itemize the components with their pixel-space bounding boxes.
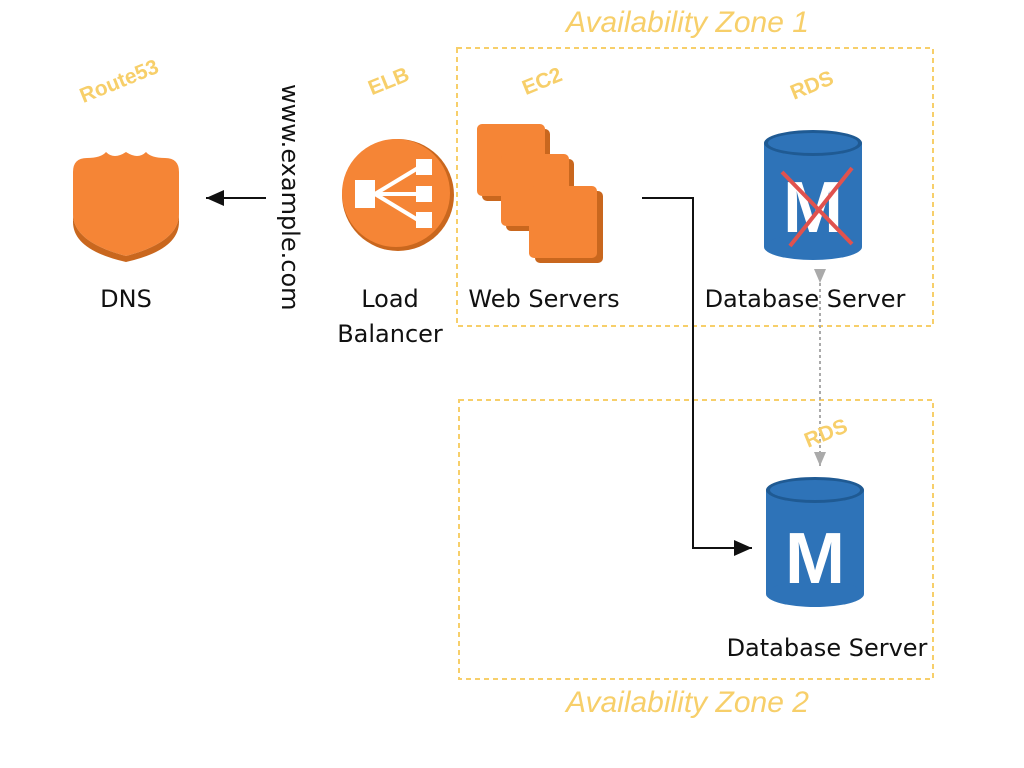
failed-cross-icon xyxy=(780,170,854,246)
availability-zone-1-box xyxy=(456,47,934,327)
load-balancer-caption: Load Balancer xyxy=(330,282,450,352)
database-server-caption: Database Server xyxy=(704,285,906,313)
shield-icon xyxy=(73,152,179,262)
database-icon: M xyxy=(766,477,864,607)
failed-cross-stroke xyxy=(788,166,854,248)
database-letter: M xyxy=(785,519,845,599)
web-servers-caption: Web Servers xyxy=(468,285,620,313)
domain-label: www.example.com xyxy=(276,84,304,311)
server-stack-icon xyxy=(477,124,603,263)
load-balancer-icon xyxy=(342,139,454,251)
zone-2-title: Availability Zone 2 xyxy=(566,686,809,719)
availability-zone-2-box xyxy=(458,399,934,680)
load-balancer-caption-line-2: Balancer xyxy=(337,320,443,348)
load-balancer-caption-line-1: Load xyxy=(361,285,419,313)
dns-caption: DNS xyxy=(100,285,152,313)
web-to-db-connector xyxy=(642,197,752,556)
database-icon: M xyxy=(764,130,862,260)
zone-1-title: Availability Zone 1 xyxy=(566,6,809,39)
database-server-caption: Database Server xyxy=(726,634,928,662)
